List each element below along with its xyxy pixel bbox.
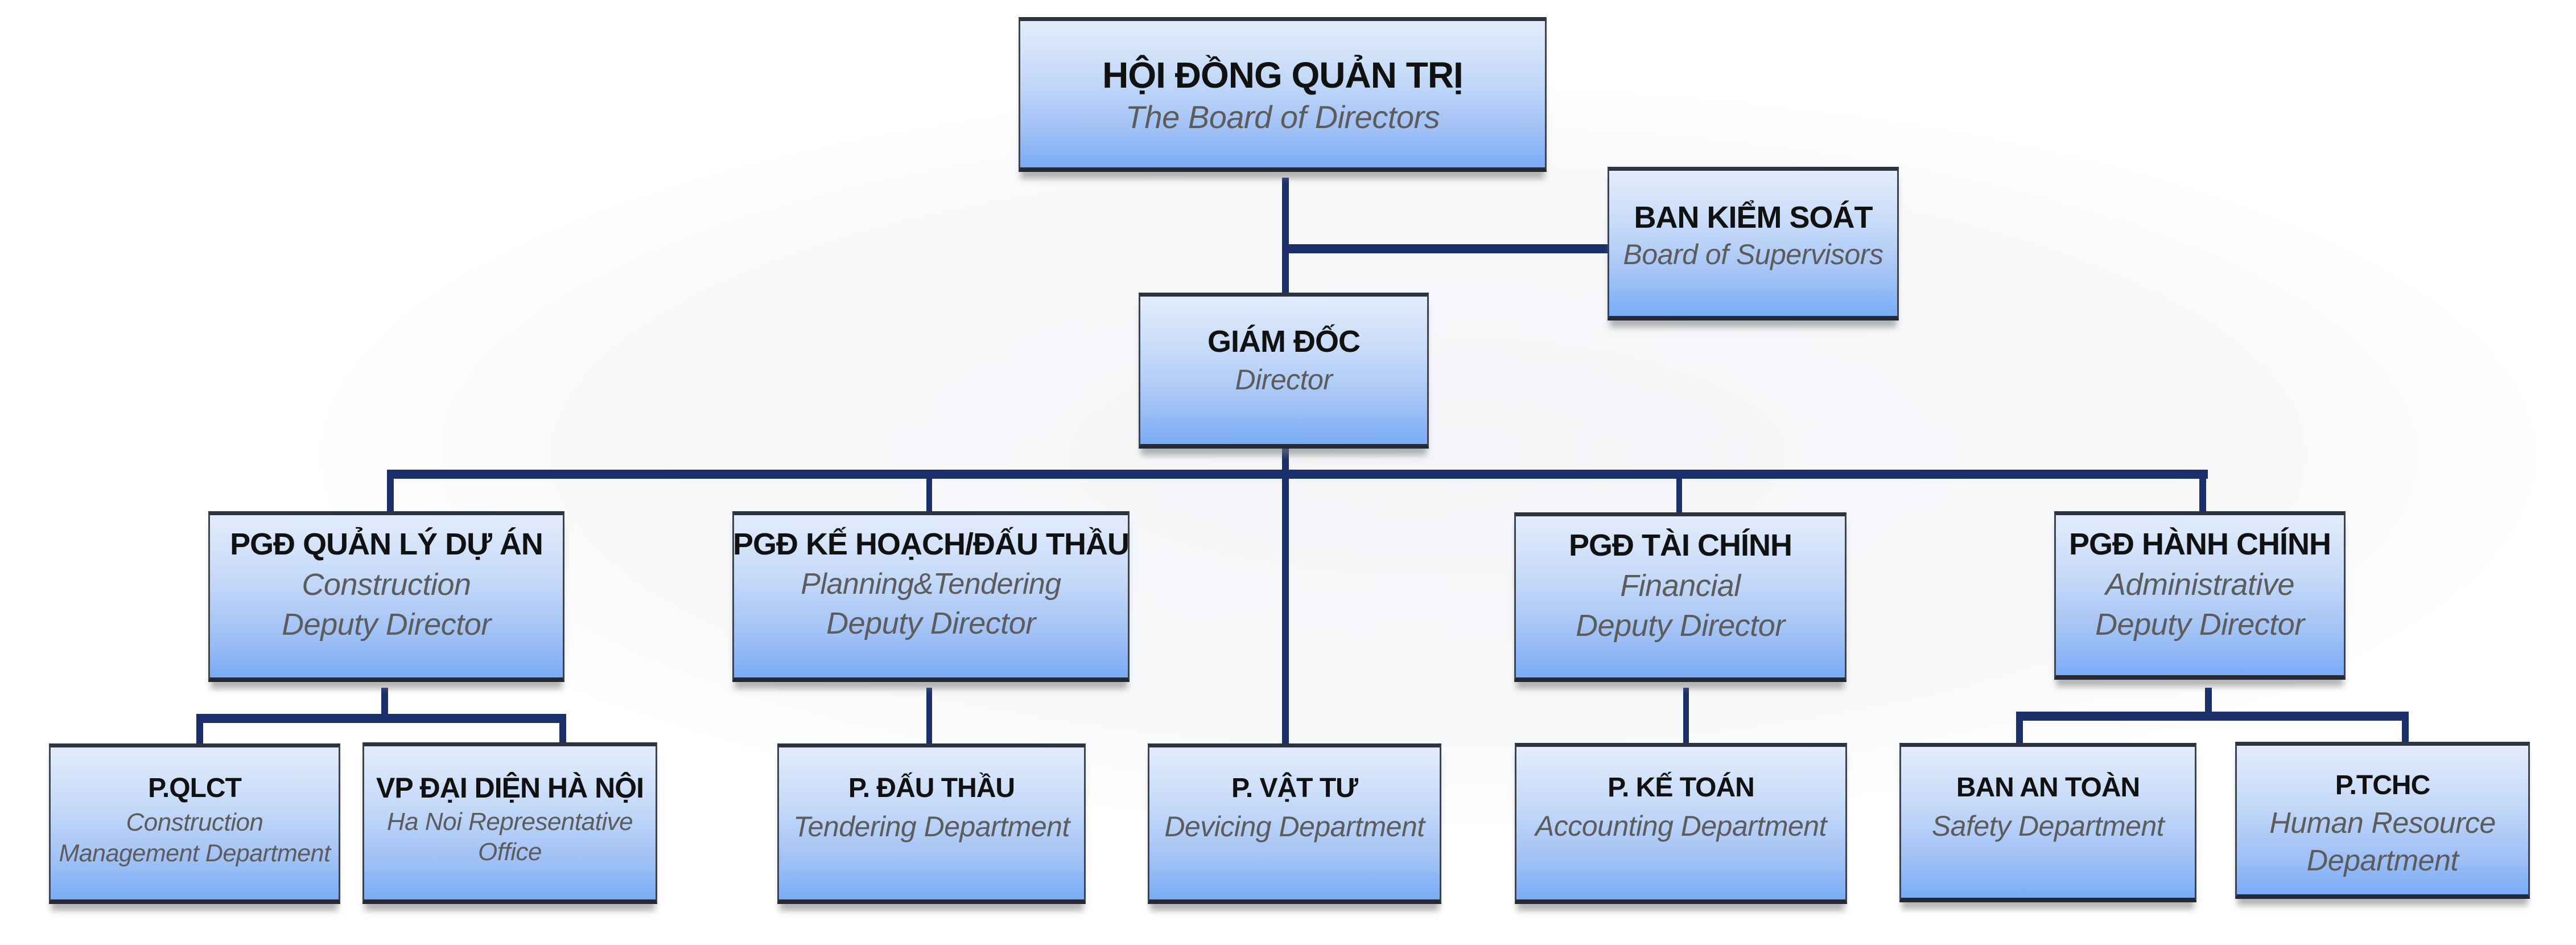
- deputy-subtitle-line1: Administrative: [2105, 568, 2295, 602]
- node-dept-tendering: P. ĐẤU THẦU Tendering Department: [777, 743, 1086, 904]
- connector-supervisors: [1285, 244, 1608, 253]
- dept-subtitle-line1: Devicing Department: [1164, 811, 1425, 843]
- node-director-title: GIÁM ĐỐC: [1207, 324, 1361, 359]
- deputy-subtitle-line1: Construction: [302, 568, 471, 602]
- dept-subtitle-line1: Construction: [126, 808, 263, 836]
- node-board-of-directors: HỘI ĐỒNG QUẢN TRỊ The Board of Directors: [1019, 17, 1547, 172]
- connector-deputy2-down: [926, 688, 932, 747]
- background-glow: [319, 85, 2538, 825]
- dept-title: BAN AN TOÀN: [1956, 773, 2140, 803]
- dept-subtitle-line1: Human Resource: [2269, 807, 2496, 840]
- deputy-title: PGĐ TÀI CHÍNH: [1569, 528, 1792, 562]
- connector-drop-hr: [2402, 712, 2409, 745]
- deputy-title: PGĐ KẾ HOẠCH/ĐẤU THẦU: [733, 527, 1130, 561]
- dept-subtitle-line1: Ha Noi Representative: [386, 808, 633, 836]
- deputy-subtitle-line2: Deputy Director: [1576, 609, 1785, 643]
- dept-subtitle-line2: Department: [2306, 844, 2459, 878]
- dept-subtitle-line1: Accounting Department: [1535, 810, 1827, 842]
- dept-subtitle-line1: Tendering Department: [793, 811, 1070, 843]
- connector-director-trunk: [1282, 447, 1289, 475]
- node-deputy-construction: PGĐ QUẢN LÝ DỰ ÁN Construction Deputy Di…: [208, 511, 564, 682]
- connector-deputy4-down: [2205, 688, 2212, 713]
- dept-title: P. KẾ TOÁN: [1608, 773, 1755, 803]
- node-dept-qlct: P.QLCT Construction Management Departmen…: [49, 743, 340, 904]
- node-supervisors-title: BAN KIỂM SOÁT: [1634, 200, 1873, 235]
- dept-title: P.QLCT: [148, 773, 242, 803]
- connector-subbus-1: [196, 714, 566, 723]
- connector-drop-qlct: [196, 714, 203, 747]
- connector-drop-safety: [2016, 712, 2023, 747]
- node-board-of-supervisors: BAN KIỂM SOÁT Board of Supervisors: [1608, 167, 1899, 321]
- connector-subbus-4: [2016, 712, 2409, 721]
- connector-drop-deputy-1: [387, 470, 394, 515]
- connector-drop-deputy-3: [1676, 475, 1682, 515]
- dept-title: P. ĐẤU THẦU: [848, 773, 1015, 803]
- node-deputy-planning-tendering: PGĐ KẾ HOẠCH/ĐẤU THẦU Planning&Tendering…: [732, 511, 1130, 682]
- node-director-subtitle: Director: [1235, 363, 1333, 396]
- node-dept-human-resource: P.TCHC Human Resource Department: [2235, 742, 2530, 899]
- node-dept-devicing: P. VẬT TƯ Devicing Department: [1148, 743, 1441, 904]
- dept-title: VP ĐẠI DIỆN HÀ NỘI: [376, 772, 644, 804]
- deputy-title: PGĐ QUẢN LÝ DỰ ÁN: [230, 527, 543, 561]
- connector-deputy1-down: [381, 688, 388, 714]
- node-supervisors-subtitle: Board of Supervisors: [1623, 238, 1883, 270]
- connector-drop-hanoi: [559, 714, 566, 746]
- connector-trunk-devicing: [1282, 475, 1289, 746]
- dept-title: P. VẬT TƯ: [1231, 773, 1358, 803]
- deputy-subtitle-line2: Deputy Director: [2095, 607, 2305, 642]
- node-dept-hanoi-office: VP ĐẠI DIỆN HÀ NỘI Ha Noi Representative…: [362, 742, 657, 904]
- connector-drop-deputy-2: [926, 475, 932, 515]
- node-director: GIÁM ĐỐC Director: [1139, 293, 1429, 449]
- deputy-subtitle-line1: Financial: [1620, 569, 1741, 603]
- deputy-subtitle-line1: Planning&Tendering: [801, 568, 1061, 601]
- node-deputy-administrative: PGĐ HÀNH CHÍNH Administrative Deputy Dir…: [2054, 511, 2346, 680]
- dept-subtitle-line1: Safety Department: [1931, 810, 2165, 842]
- deputy-subtitle-line2: Deputy Director: [282, 607, 491, 642]
- dept-subtitle-line2: Management Department: [59, 840, 331, 868]
- dept-title: P.TCHC: [2335, 770, 2430, 800]
- node-board-subtitle: The Board of Directors: [1125, 99, 1440, 135]
- node-deputy-financial: PGĐ TÀI CHÍNH Financial Deputy Director: [1514, 512, 1847, 682]
- connector-board-director: [1282, 178, 1289, 296]
- node-board-title: HỘI ĐỒNG QUẢN TRỊ: [1102, 55, 1464, 96]
- connector-deputy3-down: [1683, 688, 1689, 747]
- dept-subtitle-line2: Office: [478, 838, 542, 866]
- deputy-subtitle-line2: Deputy Director: [826, 606, 1036, 641]
- node-dept-accounting: P. KẾ TOÁN Accounting Department: [1515, 743, 1847, 904]
- connector-drop-deputy-4: [2199, 470, 2206, 515]
- connector-main-bus: [387, 470, 2208, 479]
- deputy-title: PGĐ HÀNH CHÍNH: [2068, 527, 2331, 561]
- node-dept-safety: BAN AN TOÀN Safety Department: [1899, 743, 2196, 902]
